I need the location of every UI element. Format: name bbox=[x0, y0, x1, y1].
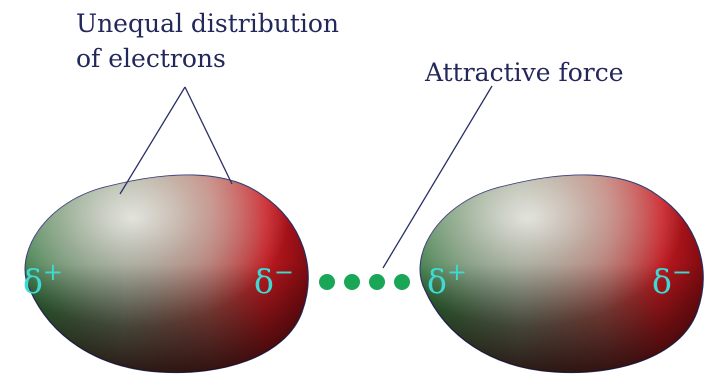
unequal-distribution-label: Unequal distribution of electrons bbox=[76, 6, 339, 76]
pointer-line-right bbox=[184, 86, 233, 185]
pointer-line-left bbox=[119, 86, 186, 195]
left-molecule bbox=[24, 174, 309, 374]
negative-sign: − bbox=[273, 258, 294, 286]
delta-symbol: δ bbox=[254, 262, 274, 301]
bond-dot bbox=[319, 274, 335, 290]
right-molecule-negative-charge: δ− bbox=[652, 260, 692, 301]
right-molecule bbox=[419, 174, 704, 374]
left-molecule-positive-charge: δ+ bbox=[23, 260, 63, 301]
left-molecule-negative-charge: δ− bbox=[254, 260, 294, 301]
delta-symbol: δ bbox=[427, 262, 447, 301]
unequal-label-line2: of electrons bbox=[76, 44, 226, 73]
right-molecule-positive-charge: δ+ bbox=[427, 260, 467, 301]
positive-sign: + bbox=[42, 258, 63, 286]
bond-dot bbox=[369, 274, 385, 290]
attractive-force-dots bbox=[319, 274, 410, 290]
bond-dot bbox=[344, 274, 360, 290]
bond-dot bbox=[394, 274, 410, 290]
pointer-line-attractive bbox=[382, 85, 493, 269]
unequal-label-line1: Unequal distribution bbox=[76, 9, 340, 38]
delta-symbol: δ bbox=[652, 262, 672, 301]
positive-sign: + bbox=[446, 258, 467, 286]
negative-sign: − bbox=[671, 258, 692, 286]
attractive-force-label: Attractive force bbox=[425, 58, 624, 87]
delta-symbol: δ bbox=[23, 262, 43, 301]
